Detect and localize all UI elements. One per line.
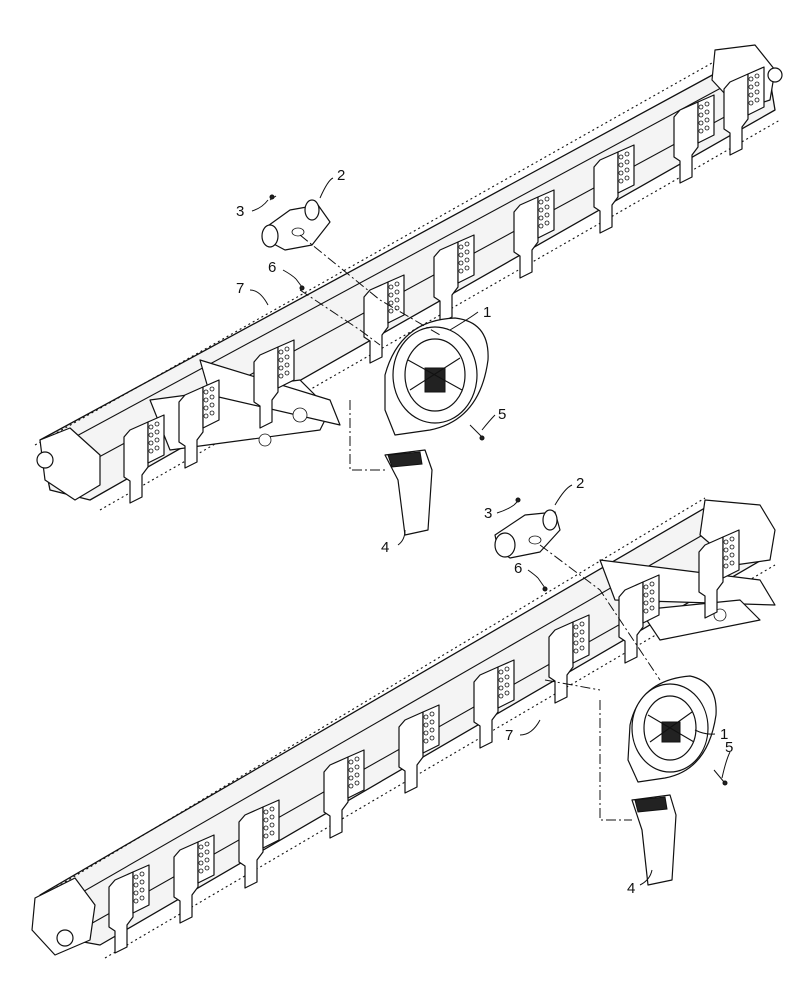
bottom-row-unit-bracket-2 xyxy=(173,834,215,924)
callout-top-6: 6 xyxy=(268,259,276,276)
bottom-meter-disc-housing xyxy=(627,675,717,783)
callout-top-1: 1 xyxy=(483,304,491,321)
callout-bottom-3: 3 xyxy=(484,505,492,522)
bottom-row-unit-bracket-1 xyxy=(108,864,150,954)
top-row-unit-bracket-7 xyxy=(593,144,635,234)
callout-top-2: 2 xyxy=(337,167,345,184)
bottom-row-unit-bracket-5 xyxy=(398,704,440,794)
top-pins xyxy=(269,194,485,441)
callout-bottom-7: 7 xyxy=(505,727,513,744)
callout-bottom-6: 6 xyxy=(514,560,522,577)
top-seed-tube xyxy=(384,449,433,536)
top-row-unit-bracket-5 xyxy=(433,234,475,324)
top-meter-disc-housing xyxy=(384,317,489,436)
top-row-unit-bracket-6 xyxy=(513,189,555,279)
top-row-unit-bracket-8 xyxy=(673,94,715,184)
bottom-row-unit-bracket-8 xyxy=(618,574,660,664)
bottom-row-unit-bracket-9 xyxy=(698,529,740,619)
callout-bottom-4: 4 xyxy=(627,880,635,897)
bottom-row-unit-bracket-7 xyxy=(548,614,590,704)
bottom-hose-connector xyxy=(494,509,561,559)
bottom-row-unit-bracket-3 xyxy=(238,799,280,889)
top-row-unit-bracket-2 xyxy=(178,379,220,469)
top-row-unit-bracket-3 xyxy=(253,339,295,429)
bottom-seed-tube xyxy=(631,794,677,886)
bottom-row-units xyxy=(108,529,740,954)
callout-bottom-1: 1 xyxy=(720,726,728,743)
top-row-unit-bracket-9 xyxy=(723,66,765,156)
callout-bottom-5: 5 xyxy=(725,739,733,756)
bottom-pins xyxy=(513,497,728,786)
callout-top-5: 5 xyxy=(498,406,506,423)
top-row-unit-bracket-1 xyxy=(123,414,165,504)
bottom-row-unit-bracket-4 xyxy=(323,749,365,839)
top-hose-connector xyxy=(261,199,331,251)
callout-top-4: 4 xyxy=(381,539,389,556)
callouts-bottom: 1 2 3 4 5 6 7 xyxy=(484,475,733,897)
bottom-assembly-lines xyxy=(539,544,661,821)
callout-top-7: 7 xyxy=(236,280,244,297)
callout-bottom-2: 2 xyxy=(576,475,584,492)
top-assembly-lines xyxy=(299,234,441,471)
callout-top-3: 3 xyxy=(236,203,244,220)
top-row-unit-bracket-4 xyxy=(363,274,405,364)
callouts-top: 1 2 3 4 5 6 7 xyxy=(236,167,506,556)
bottom-row-unit-bracket-6 xyxy=(473,659,515,749)
top-row-units xyxy=(123,66,765,504)
